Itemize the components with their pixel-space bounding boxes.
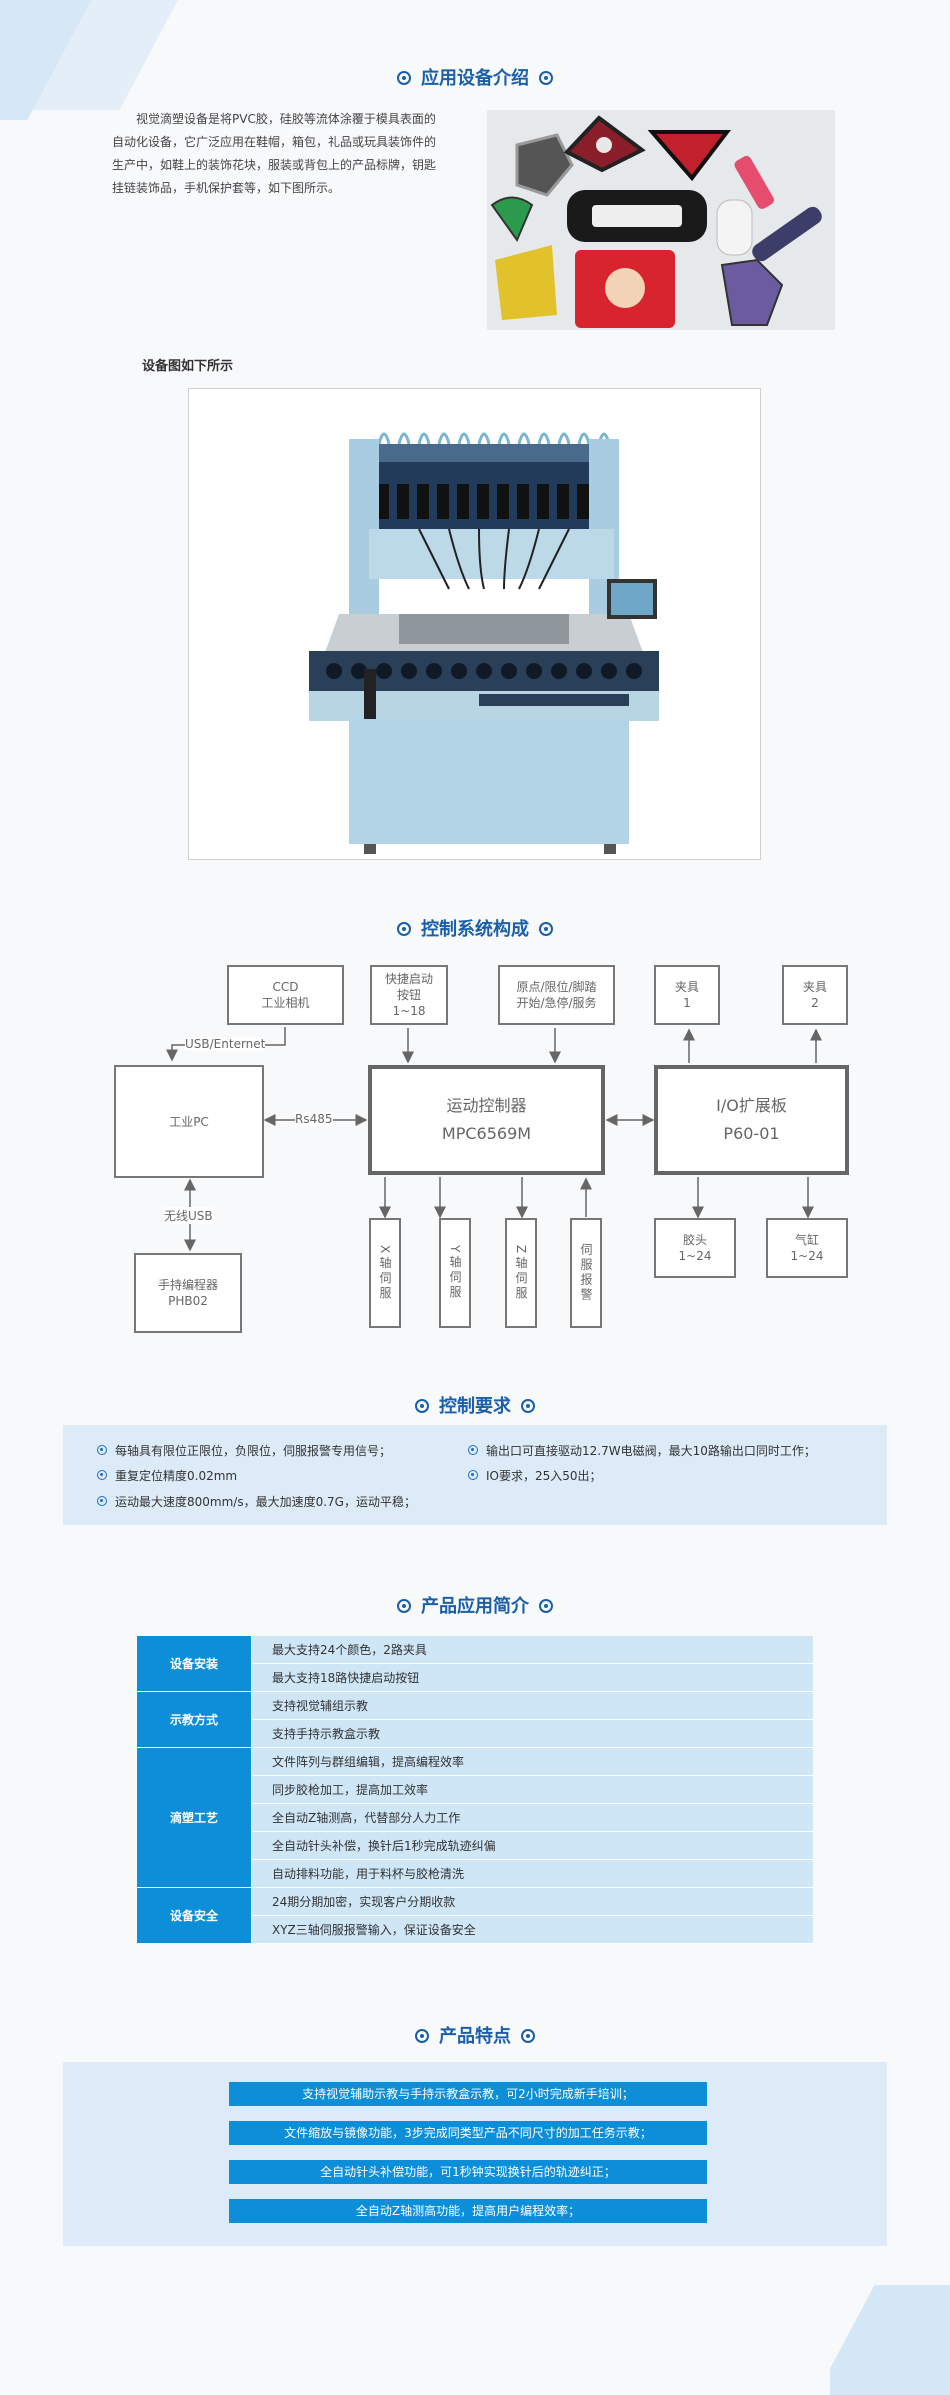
bullet-icon [468,1470,478,1480]
industrial-pc-box: 工业PC [114,1065,264,1178]
machine-photo [188,388,761,860]
value-cell: 24期分期加密，实现客户分期收款 [251,1888,813,1916]
x-servo-box: X轴伺服 [369,1218,401,1328]
product-samples-photo [487,110,835,330]
machine-caption: 设备图如下所示 [142,359,234,374]
requirement-item: 每轴具有限位正限位，负限位，伺服报警专用信号； [97,1442,391,1459]
table-row: 全自动Z轴测高，代替部分人力工作 [137,1804,813,1832]
target-icon [539,1599,553,1613]
requirement-item: 重复定位精度0.02mm [97,1467,237,1484]
value-cell: 文件阵列与群组编辑，提高编程效率 [251,1748,813,1776]
table-row: 自动排料功能，用于料杯与胶枪清洗 [137,1860,813,1888]
target-icon [539,922,553,936]
table-row: 同步胶枪加工，提高加工效率 [137,1776,813,1804]
bullet-icon [468,1445,478,1455]
application-table: 设备安装最大支持24个颜色，2路夹具 最大支持18路快捷启动按钮 示教方式支持视… [137,1636,813,1944]
table-row: XYZ三轴伺服报警输入，保证设备安全 [137,1916,813,1944]
corner-decoration-bottom [830,2265,950,2395]
table-row: 滴塑工艺文件阵列与群组编辑，提高编程效率 [137,1748,813,1888]
section-title-application: 产品应用简介 [0,1592,950,1618]
target-icon [521,2029,535,2043]
requirements-panel: 每轴具有限位正限位，负限位，伺服报警专用信号； 重复定位精度0.02mm 运动最… [63,1425,887,1525]
target-icon [539,71,553,85]
section-title-features: 产品特点 [0,2022,950,2048]
target-icon [415,1399,429,1413]
section-title-control: 控制系统构成 [0,915,950,941]
bullet-icon [97,1445,107,1455]
value-cell: 支持手持示教盒示教 [251,1720,813,1748]
value-cell: 自动排料功能，用于料杯与胶枪清洗 [251,1860,813,1888]
requirement-item: 运动最大速度800mm/s，最大加速度0.7G，运动平稳； [97,1493,416,1510]
value-cell: 全自动Z轴测高，代替部分人力工作 [251,1804,813,1832]
intro-text: 视觉滴塑设备是将PVC胶，硅胶等流体涂覆于模具表面的自动化设备，它广泛应用在鞋帽… [112,112,437,195]
table-row: 最大支持18路快捷启动按钮 [137,1664,813,1692]
wireless-usb-label: 无线USB [164,1207,213,1224]
y-servo-box: Y轴伺服 [439,1218,471,1328]
feature-item: 全自动针头补偿功能，可1秒钟实现换针后的轨迹纠正； [229,2160,707,2184]
z-servo-box: Z轴伺服 [505,1218,537,1328]
value-cell: 同步胶枪加工，提高加工效率 [251,1776,813,1804]
feature-item: 文件缩放与镜像功能，3步完成同类型产品不同尺寸的加工任务示教； [229,2121,707,2145]
category-cell: 设备安装 [137,1636,251,1692]
rs485-label: Rs485 [295,1112,333,1126]
features-panel: 支持视觉辅助示教与手持示教盒示教，可2小时完成新手培训； 文件缩放与镜像功能，3… [63,2062,887,2246]
table-row: 全自动针头补偿，换针后1秒完成轨迹纠偏 [137,1832,813,1860]
origin-limit-box: 原点/限位/脚踏开始/急停/服务 [498,965,615,1025]
target-icon [397,71,411,85]
target-icon [415,2029,429,2043]
section-title-intro: 应用设备介绍 [0,64,950,90]
requirement-item: IO要求，25入50出； [468,1467,602,1484]
target-icon [397,1599,411,1613]
target-icon [521,1399,535,1413]
bullet-icon [97,1496,107,1506]
requirement-item: 输出口可直接驱动12.7W电磁阀，最大10路输出口同时工作； [468,1442,816,1459]
value-cell: XYZ三轴伺服报警输入，保证设备安全 [251,1916,813,1944]
table-row: 示教方式支持视觉辅组示教 [137,1692,813,1748]
value-cell: 支持视觉辅组示教 [251,1692,813,1720]
servo-alarm-box: 伺服报警 [570,1218,602,1328]
category-cell: 设备安全 [137,1888,251,1944]
table-row: 支持手持示教盒示教 [137,1720,813,1748]
feature-item: 全自动Z轴测高功能，提高用户编程效率； [229,2199,707,2223]
feature-item: 支持视觉辅助示教与手持示教盒示教，可2小时完成新手培训； [229,2082,707,2106]
usb-label: USB/Enternet [185,1037,266,1051]
value-cell: 最大支持24个颜色，2路夹具 [251,1636,813,1664]
target-icon [397,922,411,936]
table-row: 设备安装最大支持24个颜色，2路夹具 [137,1636,813,1692]
category-cell: 示教方式 [137,1692,251,1748]
section-title-requirements: 控制要求 [0,1392,950,1418]
value-cell: 全自动针头补偿，换针后1秒完成轨迹纠偏 [251,1832,813,1860]
value-cell: 最大支持18路快捷启动按钮 [251,1664,813,1692]
category-cell: 滴塑工艺 [137,1748,251,1888]
bullet-icon [97,1470,107,1480]
